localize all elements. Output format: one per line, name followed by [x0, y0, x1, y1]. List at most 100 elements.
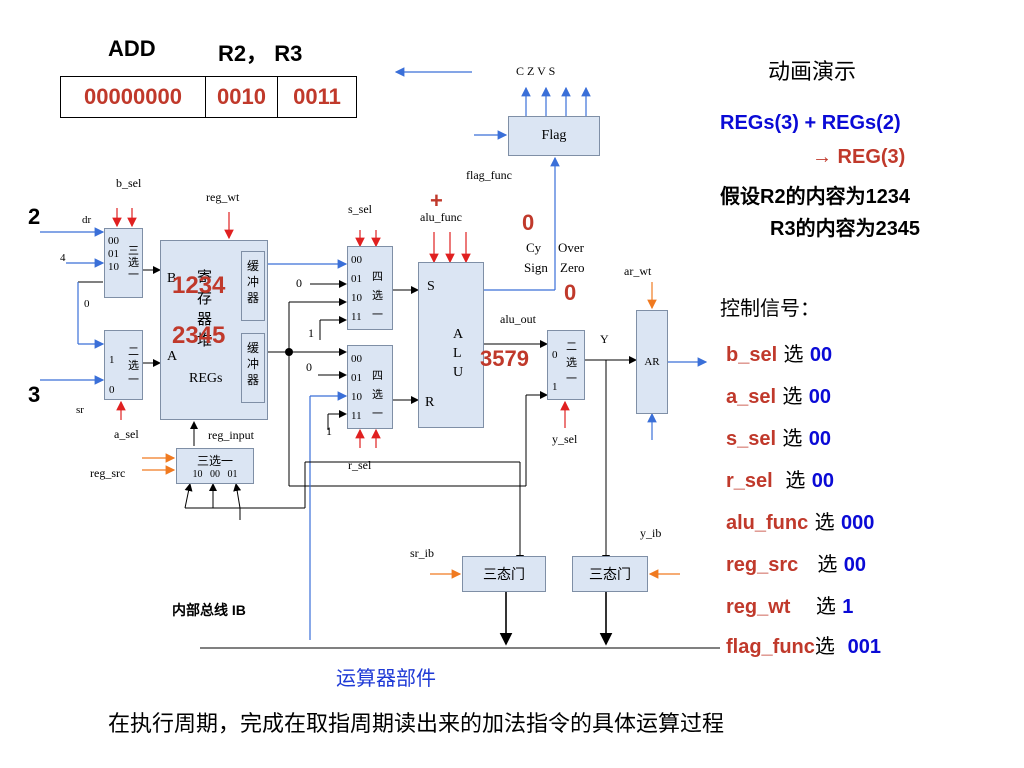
r-mux-zero-input: 0: [306, 360, 312, 374]
regs-char-1: 存: [197, 290, 213, 307]
sign-label: Sign: [524, 260, 548, 275]
animation-title: 动画演示: [768, 59, 857, 84]
ar-wt-label: ar_wt: [624, 264, 652, 278]
assumption-r2: 假设R2的内容为1234: [720, 186, 911, 208]
r-mux-char-1: 选: [372, 389, 383, 401]
reg-src-mux: 三选一 10 00 01: [176, 448, 254, 484]
regs-char-3: 堆: [197, 332, 213, 349]
control-row-b-sel: b_sel 选 00: [726, 342, 833, 366]
a-sel-label: a_sel: [114, 427, 139, 441]
instruction-r2-cell: 0010: [205, 76, 278, 118]
reg-src-label: reg_src: [90, 466, 126, 480]
dr-label: dr: [82, 214, 92, 226]
instruction-args: R2， R3: [218, 41, 303, 66]
alu-port-s: S: [427, 279, 435, 294]
b-sel-label: b_sel: [116, 176, 142, 190]
reg-a-value: 2345: [172, 322, 226, 349]
control-row-r-sel: r_sel 选 00: [726, 468, 835, 492]
instruction-opcode-cell: 00000000: [60, 76, 206, 118]
equation-line-1: REGs(3) + REGs(2): [720, 112, 901, 134]
alu-char-a: A: [453, 327, 464, 342]
operand-3-label: 3: [28, 382, 41, 407]
s-mux-line-2: 10: [351, 292, 362, 304]
sr-ib-label: sr_ib: [410, 546, 434, 560]
regs-label: REGs: [189, 371, 223, 386]
ar-label: AR: [644, 356, 660, 368]
s-mux-char-2: 一: [372, 309, 383, 321]
alu-func-label: alu_func: [420, 210, 462, 224]
buffer-a: 缓冲器: [241, 333, 265, 403]
s-mux-char-1: 选: [372, 290, 383, 302]
control-row-reg-src: reg_src 选 00: [726, 552, 866, 576]
instruction-r3-cell: 0011: [277, 76, 357, 118]
reg-wt-label: reg_wt: [206, 190, 240, 204]
s-mux-line-0: 00: [351, 254, 362, 266]
a-mux-line-1: 0: [109, 384, 115, 396]
s-mux-one-input: 1: [308, 326, 314, 340]
equation-line-2: → REG(3): [812, 146, 906, 168]
internal-bus-label: 内部总线 IB: [172, 602, 246, 618]
buffer-b: 缓冲器: [241, 251, 265, 321]
alu-plus-sign: +: [430, 188, 443, 213]
s-mux-line-3: 11: [351, 311, 362, 323]
port-a-label: A: [167, 349, 178, 364]
cy-value: 0: [522, 210, 535, 235]
a-mux-line-0: 1: [109, 354, 115, 366]
cy-label: Cy: [526, 240, 542, 255]
r-mux-line-1: 01: [351, 372, 362, 384]
s-mux-char-0: 四: [372, 271, 383, 283]
control-row-a-sel: a_sel 选 00: [726, 384, 832, 408]
src-mux-lines: 10 00 01: [192, 469, 238, 480]
r-mux-line-2: 10: [351, 391, 362, 403]
r-select-mux: 00 01 10 11 四 选 一: [347, 345, 393, 429]
b-mux-line-2: 10: [108, 261, 119, 273]
instruction-op: ADD: [108, 36, 156, 61]
flag-register: Flag: [508, 116, 600, 156]
control-row-alu-func: alu_func 选 000: [726, 510, 875, 534]
over-label: Over: [558, 240, 584, 255]
control-row-flag-func: flag_func选 001: [726, 634, 881, 658]
regs-char-0: 寄: [197, 269, 213, 286]
s-select-mux: 00 01 10 11 四 选 一: [347, 246, 393, 330]
s-mux-line-1: 01: [351, 273, 362, 285]
control-row-s-sel: s_sel 选 00: [726, 426, 832, 450]
r-sel-label: r_sel: [348, 458, 372, 472]
flag-bits-label: C Z V S: [516, 64, 556, 78]
r-mux-char-2: 一: [372, 408, 383, 420]
diagram-caption: 运算器部件: [336, 668, 436, 690]
r-mux-char-0: 四: [372, 370, 383, 382]
b-mux-line-1: 01: [108, 248, 119, 260]
control-signals-title: 控制信号：: [720, 298, 820, 320]
b-select-mux: 00 01 10 三选一: [104, 228, 143, 298]
y-mux-char-2: 一: [566, 373, 577, 385]
register-file: B A 寄 存 器 堆 REGs 缓冲器 缓冲器: [160, 240, 268, 420]
alu-out-label: alu_out: [500, 312, 536, 326]
r-mux-one-input: 1: [326, 424, 332, 438]
y-mux-line-0: 0: [552, 349, 558, 361]
flag-func-label: flag_func: [466, 168, 512, 182]
src-mux-title: 三选一: [196, 454, 233, 468]
flag-label: Flag: [541, 128, 567, 143]
r-mux-line-3: 11: [351, 410, 362, 422]
tristate-gate-y: 三态门: [572, 556, 648, 592]
alu-result: 3579: [480, 346, 529, 371]
address-register: AR: [636, 310, 668, 414]
alu-char-u: U: [453, 365, 464, 380]
assumption-r3: R3的内容为2345: [770, 218, 921, 240]
b-mux-chars: 三选一: [128, 245, 139, 281]
sr-label: sr: [76, 404, 84, 416]
s-sel-label: s_sel: [348, 202, 372, 216]
footer-text: 在执行周期，完成在取指周期读出来的加法指令的具体运算过程: [108, 711, 725, 736]
num-0-label: 0: [84, 298, 90, 310]
reg-input-label: reg_input: [208, 428, 254, 442]
a-mux-chars: 二选一: [128, 346, 139, 386]
reg-b-value: 1234: [172, 272, 226, 299]
y-mux-line-1: 1: [552, 381, 558, 393]
alu-char-l: L: [453, 346, 462, 361]
r-mux-line-0: 00: [351, 353, 362, 365]
y-ib-label: y_ib: [640, 526, 662, 540]
y-select-mux: 0 1 二 选 一: [547, 330, 585, 400]
alu-port-r: R: [425, 395, 435, 410]
control-row-reg-wt: reg_wt 选 1: [726, 594, 854, 618]
